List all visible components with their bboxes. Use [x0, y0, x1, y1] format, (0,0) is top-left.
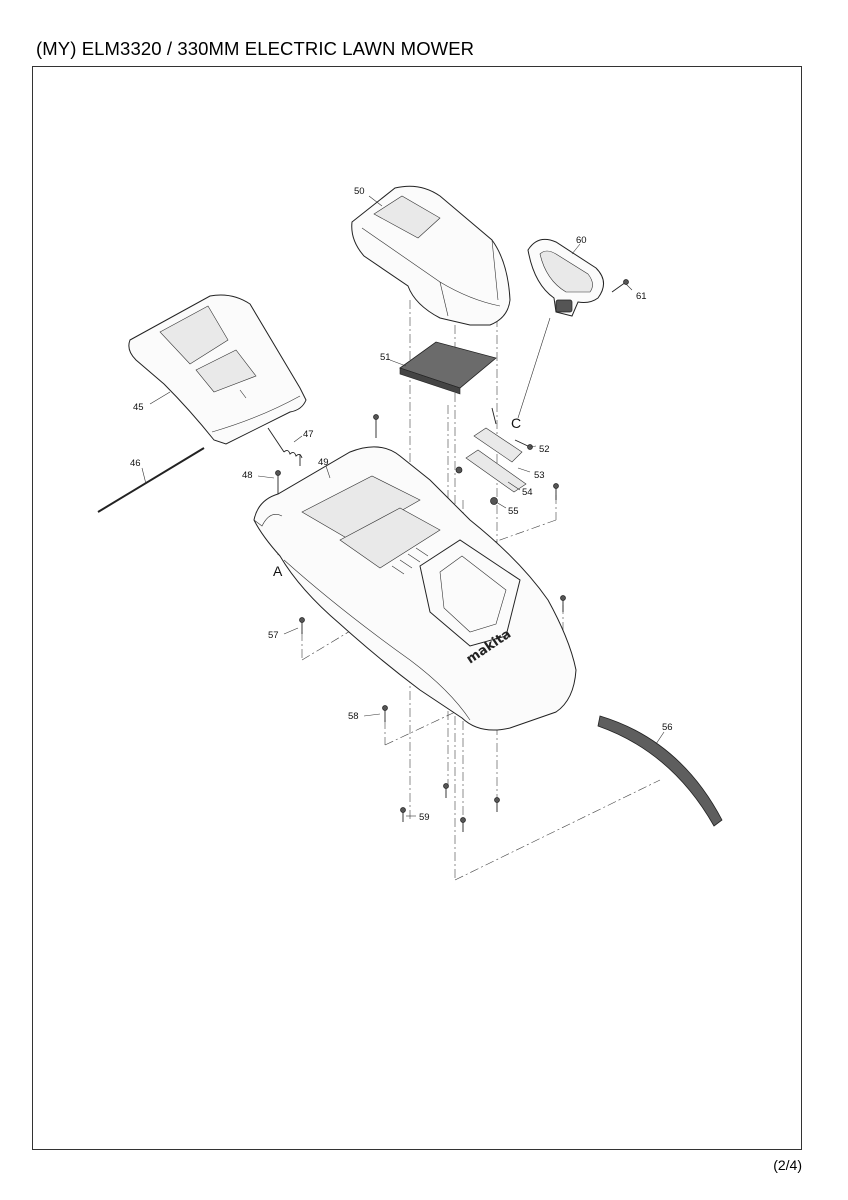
part-60-handle-grip — [527, 238, 604, 317]
reference-letter-c: C — [511, 415, 521, 431]
fastener-screws — [275, 414, 566, 832]
diagram-frame — [32, 66, 802, 1150]
page-title: (MY) ELM3320 / 330MM ELECTRIC LAWN MOWER — [36, 38, 475, 59]
callout-48: 48 — [242, 470, 253, 481]
reference-letters: C A — [273, 415, 521, 579]
callout-57: 57 — [268, 630, 279, 641]
part-56-curved-strip — [597, 715, 723, 827]
callout-58: 58 — [348, 711, 359, 722]
leader-lines — [141, 195, 665, 817]
callout-54: 54 — [522, 487, 533, 498]
callout-52: 52 — [539, 444, 550, 455]
callout-51: 51 — [380, 352, 391, 363]
callout-53: 53 — [534, 470, 545, 481]
part-45-rear-flap — [128, 294, 307, 445]
part-47-torsion-spring — [267, 427, 303, 466]
part-50-handle-cover — [351, 185, 511, 326]
callout-56: 56 — [662, 722, 673, 733]
callout-45: 45 — [133, 402, 144, 413]
callout-47: 47 — [303, 429, 314, 440]
part-49-main-housing: makita — [253, 446, 577, 731]
callout-61: 61 — [636, 291, 647, 302]
callout-55: 55 — [508, 506, 519, 517]
callout-50: 50 — [354, 186, 365, 197]
part-61-screw — [611, 279, 629, 293]
part-51-filter-pad — [399, 341, 497, 395]
callout-60: 60 — [576, 235, 587, 246]
part-46-rod — [97, 447, 205, 513]
reference-letter-a: A — [273, 563, 283, 579]
callout-59: 59 — [419, 812, 430, 823]
part-callouts: 50 60 61 51 45 47 46 52 53 48 49 54 55 5… — [130, 186, 673, 823]
callout-46: 46 — [130, 458, 141, 469]
page-number: (2/4) — [773, 1157, 802, 1173]
callout-49: 49 — [318, 457, 329, 468]
